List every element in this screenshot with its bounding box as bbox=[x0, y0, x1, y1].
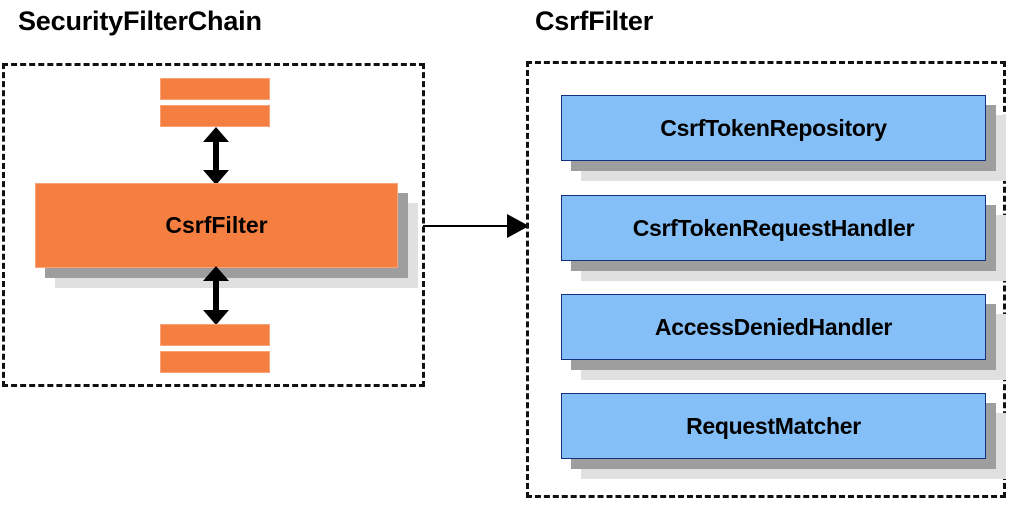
csrf-token-repository-node-label: CsrfTokenRepository bbox=[561, 95, 986, 161]
csrf-filter-node-label: CsrfFilter bbox=[35, 183, 398, 268]
arrow-head-up-icon bbox=[203, 266, 229, 281]
csrf-filter-node[interactable]: CsrfFilter bbox=[35, 183, 418, 288]
arrow-stem bbox=[213, 139, 219, 173]
csrf-filter-to-details-arrow bbox=[423, 214, 529, 238]
arrow-stem bbox=[213, 278, 219, 313]
double-arrow-up bbox=[203, 127, 229, 185]
request-matcher-node[interactable]: RequestMatcher bbox=[561, 393, 1006, 479]
access-denied-handler-node-label: AccessDeniedHandler bbox=[561, 294, 986, 360]
request-matcher-node-label: RequestMatcher bbox=[561, 393, 986, 459]
filter-bar-below-1 bbox=[160, 324, 270, 346]
arrow-head-right-icon bbox=[507, 214, 529, 238]
filter-bar-below-2 bbox=[160, 351, 270, 373]
arrow-head-down-icon bbox=[203, 170, 229, 185]
access-denied-handler-node[interactable]: AccessDeniedHandler bbox=[561, 294, 1006, 380]
arrow-head-up-icon bbox=[203, 127, 229, 142]
right-panel-title: CsrfFilter bbox=[535, 6, 654, 36]
csrf-token-repository-node[interactable]: CsrfTokenRepository bbox=[561, 95, 1006, 181]
csrf-token-request-handler-node[interactable]: CsrfTokenRequestHandler bbox=[561, 195, 1006, 281]
double-arrow-down bbox=[203, 266, 229, 325]
filter-bar-above-1 bbox=[160, 78, 270, 100]
filter-bar-above-2 bbox=[160, 105, 270, 127]
csrf-token-request-handler-node-label: CsrfTokenRequestHandler bbox=[561, 195, 986, 261]
arrow-head-down-icon bbox=[203, 310, 229, 325]
arrow-stem bbox=[423, 225, 513, 227]
left-panel-title: SecurityFilterChain bbox=[18, 6, 262, 36]
